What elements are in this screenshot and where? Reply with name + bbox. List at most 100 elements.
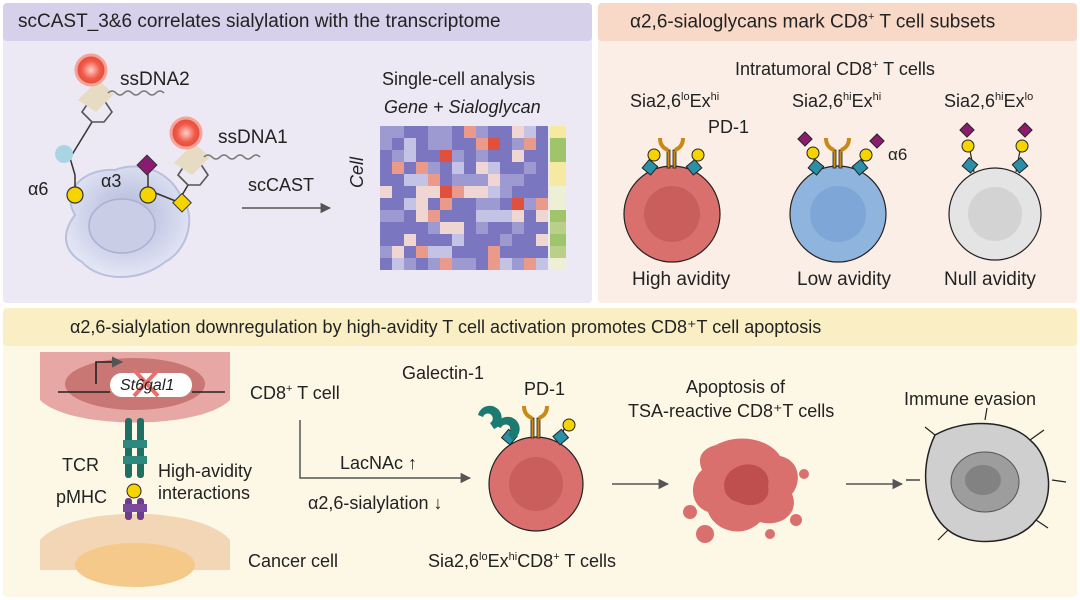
heatmap-cell [524, 246, 536, 258]
heatmap-cell [464, 246, 476, 258]
heatmap-cell [380, 210, 392, 222]
heatmap-cell [416, 246, 428, 258]
heatmap-cell [428, 258, 440, 270]
heatmap-cell [452, 162, 464, 174]
heatmap-cell [404, 150, 416, 162]
heatmap-cell [416, 138, 428, 150]
t-cell-null-avidity [948, 122, 1042, 261]
heatmap-cell [428, 234, 440, 246]
galactose-icon [139, 186, 157, 204]
heatmap-cell [428, 198, 440, 210]
heatmap-y-axis-label: Cell [347, 156, 367, 188]
sialylation-label: α2,6-sialylation ↓ [308, 493, 443, 513]
heatmap-cell [380, 150, 392, 162]
tumor-cell [906, 407, 1067, 543]
heatmap-cell [500, 186, 512, 198]
heatmap-cell [428, 126, 440, 138]
heatmap-cell [452, 150, 464, 162]
heatmap-cell [464, 198, 476, 210]
alpha6-label: α6 [28, 179, 49, 199]
heatmap-cell [428, 222, 440, 234]
heatmap-cell [404, 126, 416, 138]
heatmap-cell [500, 246, 512, 258]
heatmap-cell [464, 138, 476, 150]
heatmap-cell [512, 198, 524, 210]
heatmap-cell [512, 126, 524, 138]
heatmap-cell [380, 246, 392, 258]
galactose-icon [66, 186, 84, 204]
heatmap-cell [380, 162, 392, 174]
interactions-label-1: High-avidity [158, 461, 253, 481]
heatmap-cell [476, 174, 488, 186]
heatmap-sialoglycan-cell [550, 150, 566, 162]
heatmap-cell [476, 246, 488, 258]
t-cell-high-avidity [623, 137, 721, 263]
heatmap-cell [500, 150, 512, 162]
heatmap-cell [524, 222, 536, 234]
avidity-label-3: Null avidity [944, 269, 1036, 290]
heatmap-sialoglycan-cell [550, 246, 566, 258]
heatmap-cell [524, 138, 536, 150]
heatmap-cell [476, 210, 488, 222]
heatmap-cell [536, 234, 548, 246]
heatmap-cell [500, 210, 512, 222]
heatmap-cell [428, 246, 440, 258]
heatmap-cell [500, 138, 512, 150]
heatmap-cell [464, 162, 476, 174]
heatmap-cell [392, 198, 404, 210]
subset-label-3: Sia2,6hiExlo [944, 91, 1034, 111]
heatmap-cell [452, 258, 464, 270]
heatmap-cell [452, 246, 464, 258]
heatmap-cell [476, 258, 488, 270]
heatmap-cell [404, 198, 416, 210]
lacnac-label: LacNAc ↑ [340, 453, 418, 473]
heatmap-cell [440, 162, 452, 174]
pmhc-label: pMHC [56, 487, 108, 507]
heatmap-cell [428, 162, 440, 174]
heatmap-cell [512, 210, 524, 222]
heatmap-cell [440, 210, 452, 222]
heatmap-cell [524, 174, 536, 186]
heatmap-cell [404, 186, 416, 198]
heatmap-cell [380, 222, 392, 234]
analysis-subtitle: Gene + Sialoglycan [384, 97, 541, 117]
heatmap-cell [440, 234, 452, 246]
heatmap-cell [488, 138, 500, 150]
interactions-label-2: interactions [158, 483, 251, 503]
galectin-1-icon [478, 405, 502, 429]
heatmap-cell [476, 162, 488, 174]
heatmap-cell [536, 222, 548, 234]
panel-b [598, 3, 1077, 303]
synapse-illustration [40, 352, 230, 587]
heatmap-sialoglycan-cell [550, 162, 566, 174]
heatmap-cell [488, 174, 500, 186]
heatmap-cell [464, 174, 476, 186]
heatmap-cell [512, 150, 524, 162]
heatmap-cell [512, 174, 524, 186]
heatmap-cell [488, 222, 500, 234]
heatmap-cell [512, 162, 524, 174]
heatmap-cell [536, 198, 548, 210]
heatmap-cell [404, 258, 416, 270]
heatmap-cell [536, 246, 548, 258]
heatmap-cell [404, 246, 416, 258]
heatmap-cell [404, 222, 416, 234]
heatmap-cell [500, 174, 512, 186]
heatmap-cell [464, 222, 476, 234]
heatmap-cell [476, 234, 488, 246]
alpha6-label-b: α6 [888, 145, 908, 164]
sccast-arrow-label: scCAST [248, 175, 315, 195]
heatmap-cell [500, 198, 512, 210]
apoptosis-label-1: Apoptosis of [686, 377, 786, 397]
heatmap-cell [416, 234, 428, 246]
heatmap-cell [416, 198, 428, 210]
heatmap-cell [428, 174, 440, 186]
heatmap-cell [488, 186, 500, 198]
tcr-label: TCR [62, 455, 99, 475]
heatmap-cell [512, 246, 524, 258]
heatmap-cell [416, 162, 428, 174]
heatmap-cell [524, 198, 536, 210]
heatmap-cell [464, 258, 476, 270]
heatmap-cell [476, 126, 488, 138]
heatmap-cell [512, 258, 524, 270]
